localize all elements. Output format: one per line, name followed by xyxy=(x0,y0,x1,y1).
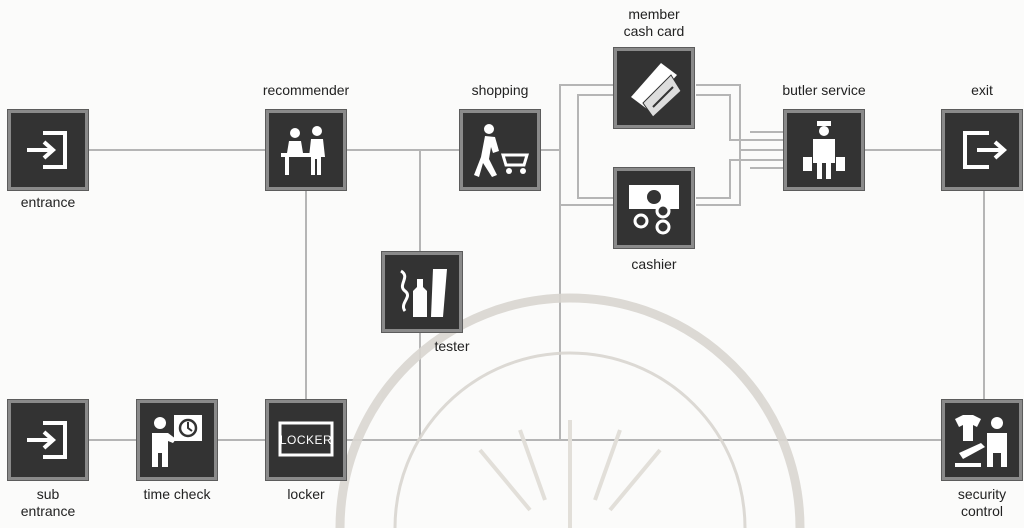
perfume-tester-icon xyxy=(400,269,447,317)
member-cash-card-label-line2: cash card xyxy=(623,23,685,39)
shopping-label: shopping xyxy=(471,82,529,98)
exit-label: exit xyxy=(971,82,993,98)
tester-label: tester xyxy=(434,338,470,354)
locker-label: locker xyxy=(287,486,325,502)
locker-node: LOCKER xyxy=(266,400,346,480)
staff-customer-icon xyxy=(281,126,325,175)
entrance-label: entrance xyxy=(20,194,76,210)
person-cart-icon xyxy=(474,124,530,177)
tester-node xyxy=(382,252,462,332)
member-cash-card-label-line1: member xyxy=(628,6,680,22)
security-control-label-line1: security xyxy=(957,486,1007,502)
clock-person-icon xyxy=(152,415,202,467)
connector-member-card-butler xyxy=(696,84,784,151)
security-control-label-line2: control xyxy=(960,503,1004,519)
recommender-label: recommender xyxy=(262,82,350,98)
recommender-node xyxy=(266,110,346,190)
time-check-node xyxy=(137,400,217,480)
security-control-label: security control xyxy=(932,486,1024,520)
enter-arrow-icon xyxy=(27,421,67,459)
member-cash-card-node xyxy=(614,48,694,128)
sub-entrance-label-line2: entrance xyxy=(20,503,76,519)
locker-box-icon: LOCKER xyxy=(278,421,334,457)
enter-arrow-icon xyxy=(27,131,67,169)
sub-entrance-label-line1: sub xyxy=(36,486,60,502)
sub-entrance-node xyxy=(8,400,88,480)
security-control-node xyxy=(942,400,1022,480)
security-check-icon xyxy=(955,415,1007,467)
butler-service-label: butler service xyxy=(782,82,866,98)
sub-entrance-label: sub entrance xyxy=(0,486,96,520)
exit-node xyxy=(942,110,1022,190)
member-cash-card-label: member cash card xyxy=(594,6,714,40)
butler-service-node xyxy=(784,110,864,190)
cashier-label: cashier xyxy=(631,256,677,272)
exit-arrow-icon xyxy=(963,131,1008,169)
cashier-node xyxy=(614,168,694,248)
shopping-node xyxy=(460,110,540,190)
time-check-label: time check xyxy=(143,486,211,502)
connector-shopping-cashier xyxy=(540,149,614,206)
cards-icon xyxy=(631,63,682,118)
butler-icon xyxy=(803,121,845,179)
coins-register-icon xyxy=(629,185,679,235)
entrance-node xyxy=(8,110,88,190)
locker-icon-text: LOCKER xyxy=(280,433,332,447)
connector-cashier-butler xyxy=(696,150,741,206)
